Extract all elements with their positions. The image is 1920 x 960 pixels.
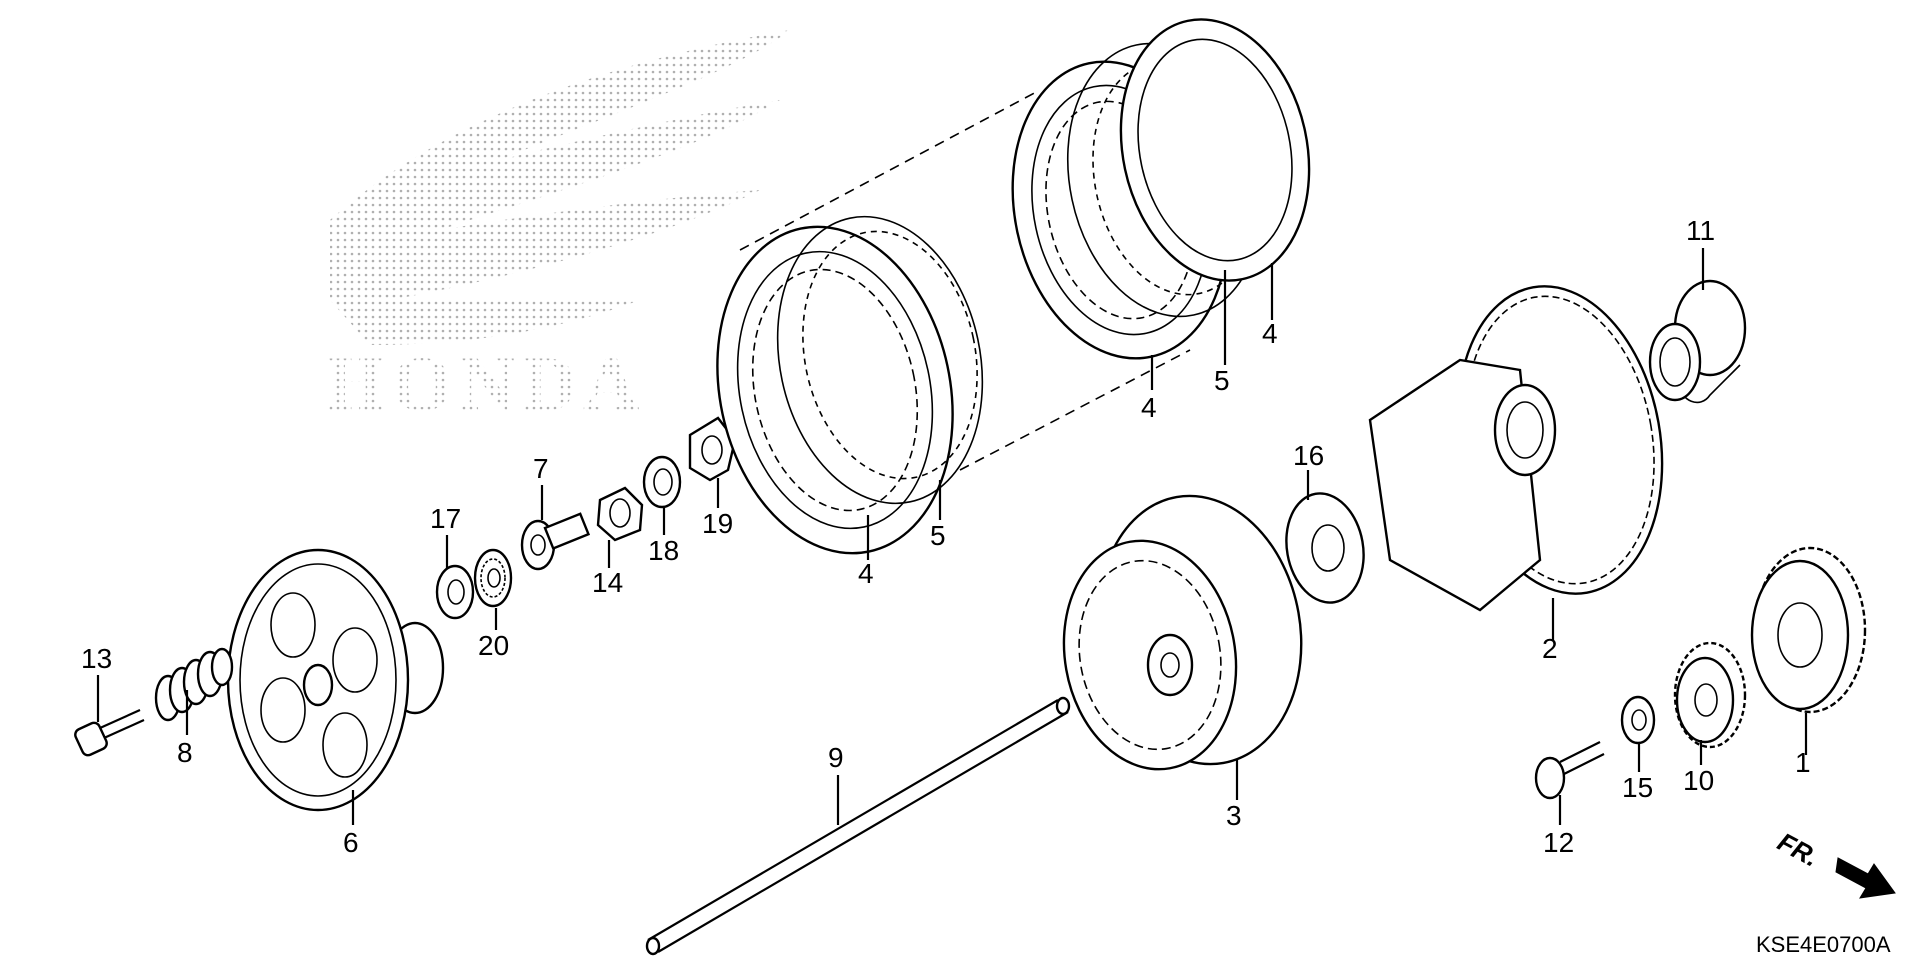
label-part-15: 15 — [1622, 772, 1653, 803]
label-part-8: 8 — [177, 737, 193, 768]
label-part-3: 3 — [1226, 800, 1242, 831]
label-part-4-rear: 4 — [1262, 318, 1278, 349]
label-part-19: 19 — [702, 508, 733, 539]
leader-lines — [96, 248, 1808, 825]
washer-15-part — [1620, 695, 1656, 745]
guide-line-bottom — [959, 349, 1191, 471]
washer-18-part — [642, 455, 682, 509]
label-part-4-middle: 4 — [1141, 392, 1157, 423]
label-part-16: 16 — [1293, 440, 1324, 471]
label-part-13: 13 — [81, 643, 112, 674]
label-part-18: 18 — [648, 535, 679, 566]
front-arrow-icon: FR. — [1773, 826, 1896, 899]
clutch-center-3-part — [1062, 494, 1303, 771]
clutch-disc-4-front-part — [716, 225, 954, 555]
lock-washer-19-part — [688, 416, 737, 482]
clutch-plate-5-front-part — [776, 215, 984, 505]
gear-10-part — [1673, 641, 1747, 749]
label-part-2: 2 — [1542, 633, 1558, 664]
label-part-14: 14 — [592, 567, 623, 598]
front-arrow-label: FR. — [1773, 826, 1824, 872]
lifter-piece-7-part — [520, 512, 591, 571]
clutch-outer-2-part — [1368, 285, 1664, 612]
nut-14-part — [596, 486, 644, 542]
gear-1-part — [1750, 546, 1867, 714]
collar-11-part — [1648, 279, 1747, 404]
honda-wing-watermark-icon: HONDA — [325, 30, 790, 427]
thrust-washer-16-part — [1285, 492, 1365, 604]
label-part-17: 17 — [430, 503, 461, 534]
bolt-13-part — [74, 708, 145, 757]
bolt-12-part — [1534, 741, 1605, 800]
spring-8-part — [154, 647, 234, 722]
label-part-5-rear: 5 — [1214, 365, 1230, 396]
label-part-4-front: 4 — [858, 558, 874, 589]
watermark-honda-text: HONDA — [325, 340, 645, 427]
label-part-12: 12 — [1543, 827, 1574, 858]
label-part-9: 9 — [828, 742, 844, 773]
clutch-disc-4-back-part — [1119, 18, 1311, 282]
washer-17-part — [435, 564, 475, 620]
label-part-6: 6 — [343, 827, 359, 858]
bearing-20-part — [473, 548, 513, 608]
label-part-1: 1 — [1795, 747, 1811, 778]
guide-line-top — [739, 89, 1041, 251]
label-part-11: 11 — [1686, 215, 1715, 246]
pressure-plate-part — [226, 548, 445, 812]
label-part-10: 10 — [1683, 765, 1714, 796]
label-part-5-front: 5 — [930, 520, 946, 551]
diagram-code: KSE4E0700A — [1756, 932, 1891, 957]
push-rod-9-part — [645, 696, 1071, 956]
label-part-7: 7 — [533, 453, 549, 484]
label-part-20: 20 — [478, 630, 509, 661]
part-labels: 1 2 3 4 4 4 5 5 6 7 8 9 10 11 12 13 14 1… — [81, 215, 1811, 858]
